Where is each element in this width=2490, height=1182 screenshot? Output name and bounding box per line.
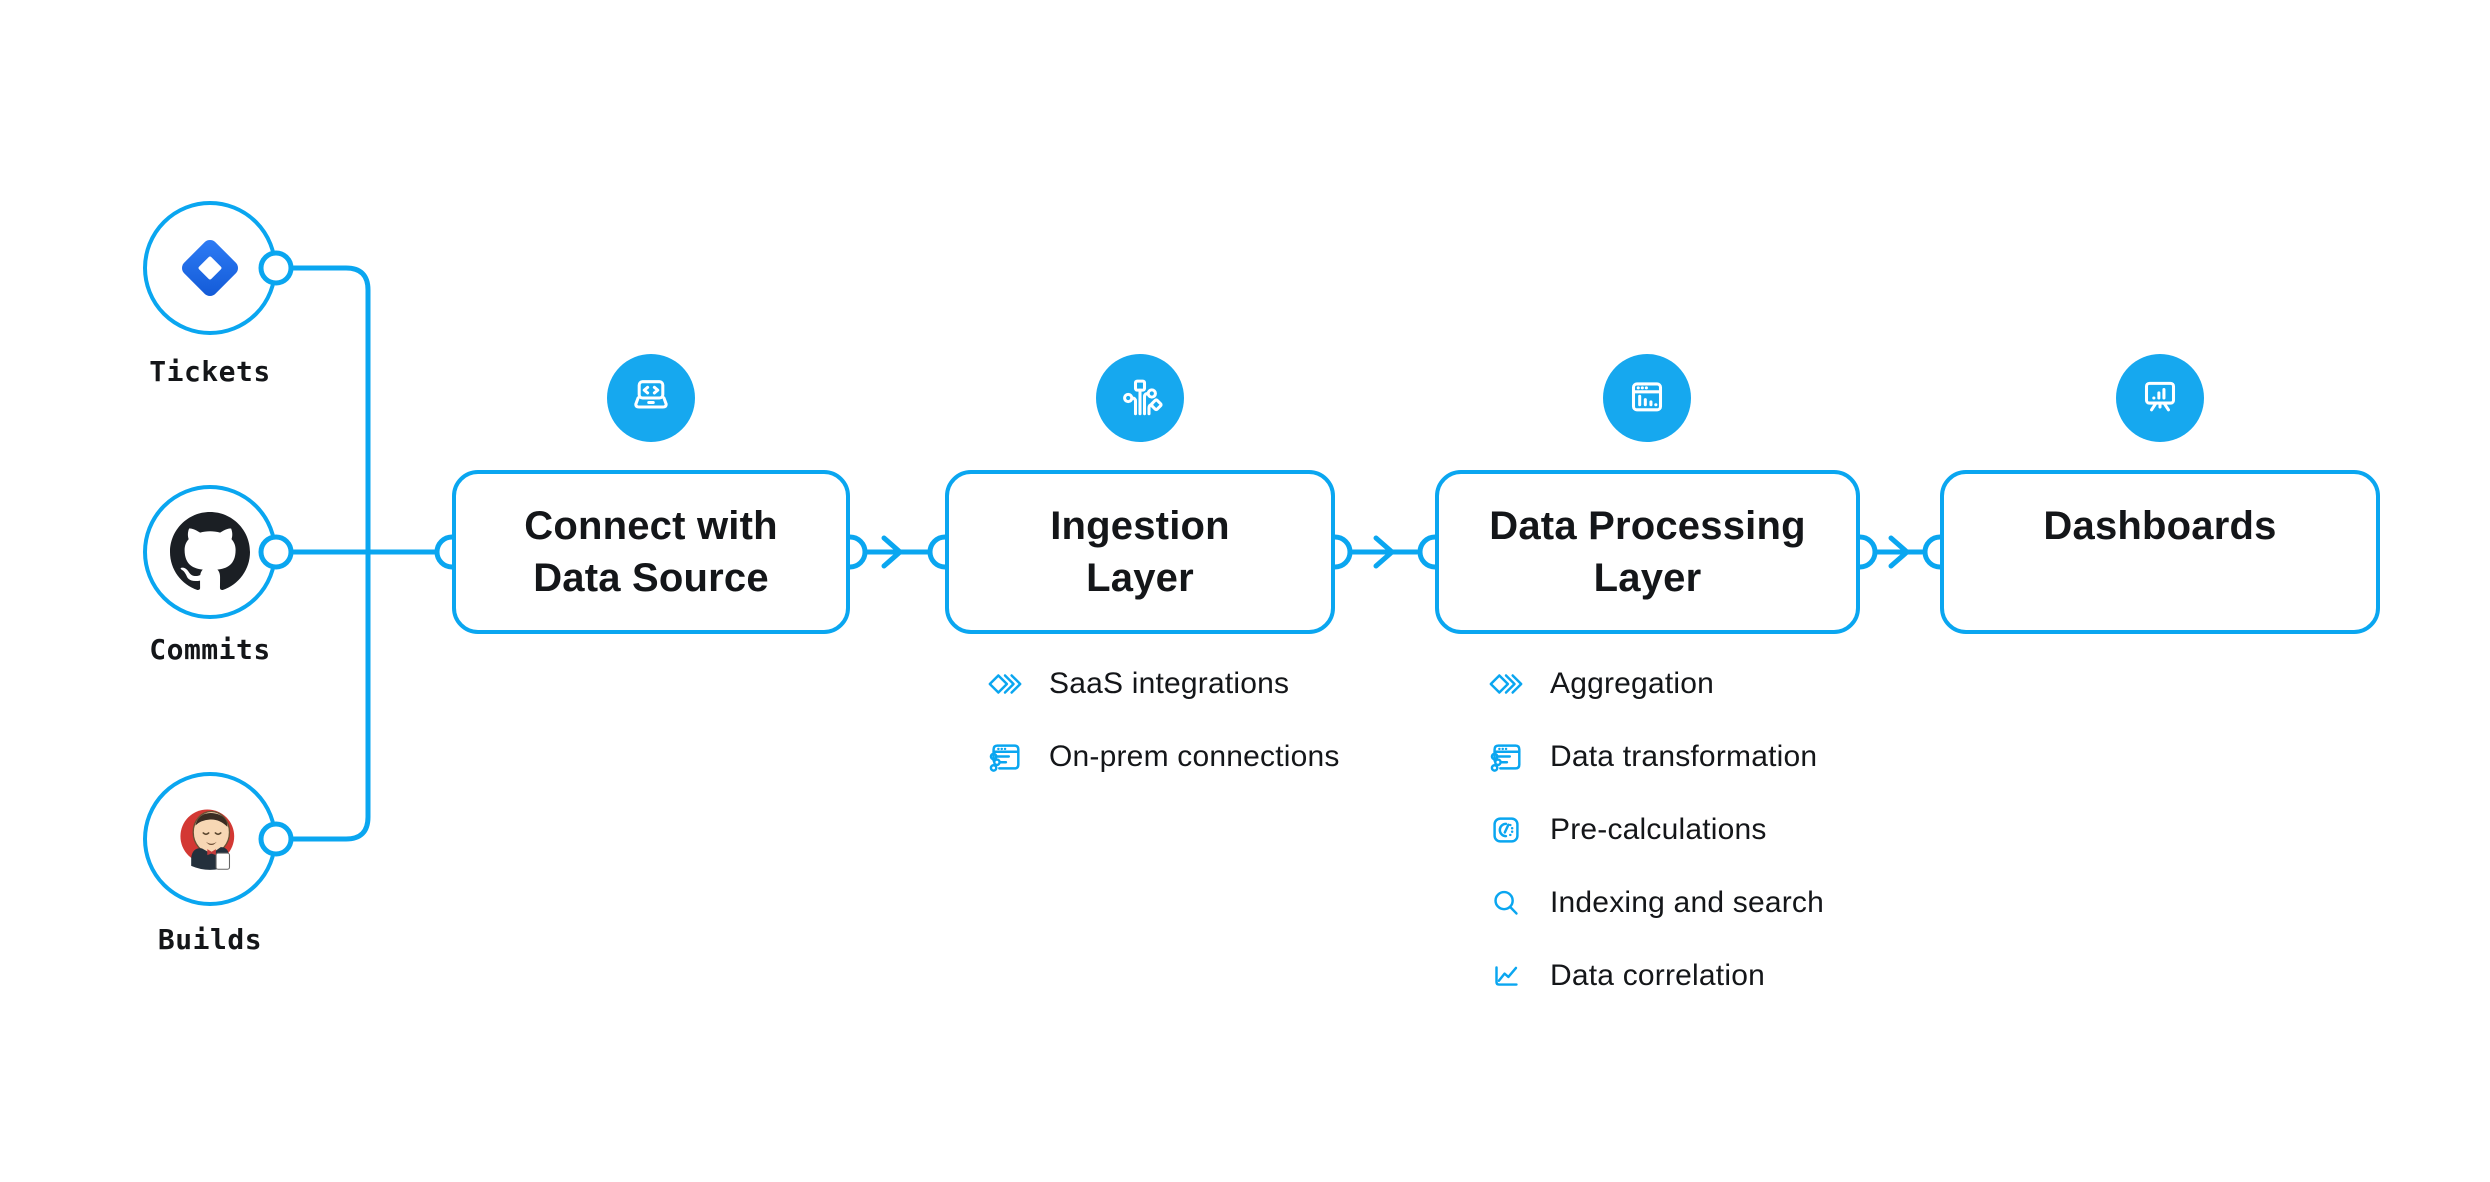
feature-label: Pre-calculations [1550, 812, 1767, 846]
dashboards-stage-badge [2116, 354, 2204, 442]
list-item: Indexing and search [1487, 866, 1824, 939]
window-chart-icon [1631, 382, 1663, 412]
stage-box-connect-with-data-source: Connect with Data Source [452, 470, 850, 634]
layers-diamonds-icon [1489, 673, 1523, 694]
list-item: Pre-calculations [1487, 793, 1824, 866]
presentation-chart-icon [2144, 381, 2176, 412]
jira-icon [182, 240, 238, 296]
stage-title: Dashboards [2043, 504, 2277, 548]
search-icon [1494, 890, 1518, 915]
list-item: On-prem connections [986, 720, 1340, 793]
processing-feature-list: Aggregation Data transformation [1487, 647, 1824, 1012]
source-label-tickets: Tickets [149, 355, 271, 388]
line-chart-icon [1495, 965, 1518, 986]
stage-box-ingestion-layer: Ingestion Layer [945, 470, 1335, 634]
layers-diamonds-icon [988, 673, 1022, 694]
stage-box-dashboards: Dashboards [1940, 470, 2380, 634]
source-label-commits: Commits [149, 633, 271, 666]
ingestion-stage-badge [1096, 354, 1184, 442]
jenkins-icon [180, 809, 235, 870]
connect-stage-badge [607, 354, 695, 442]
stage-title: Ingestion Layer [1050, 504, 1230, 600]
stage-box-data-processing-layer: Data Processing Layer [1435, 470, 1860, 634]
feature-label: On-prem connections [1049, 739, 1340, 773]
github-icon [170, 512, 250, 591]
processing-stage-badge [1603, 354, 1691, 442]
circuit-icon [1123, 379, 1163, 416]
gauge-icon [1493, 816, 1519, 843]
laptop-code-icon [634, 380, 668, 409]
list-item: Aggregation [1487, 647, 1824, 720]
window-sliders-icon [989, 743, 1020, 772]
ingestion-feature-list: SaaS integrations On-prem connections [986, 647, 1340, 793]
feature-label: SaaS integrations [1049, 666, 1290, 700]
list-item: SaaS integrations [986, 647, 1340, 720]
stage-title: Connect with Data Source [524, 504, 778, 600]
feature-label: Aggregation [1550, 666, 1714, 700]
list-item: Data transformation [1487, 720, 1824, 793]
feature-label: Indexing and search [1550, 885, 1824, 919]
feature-label: Data correlation [1550, 958, 1765, 992]
source-label-builds: Builds [157, 923, 263, 956]
window-sliders-icon [1490, 743, 1521, 772]
feature-label: Data transformation [1550, 739, 1818, 773]
list-item: Data correlation [1487, 939, 1824, 1012]
stage-title: Data Processing Layer [1489, 504, 1806, 600]
